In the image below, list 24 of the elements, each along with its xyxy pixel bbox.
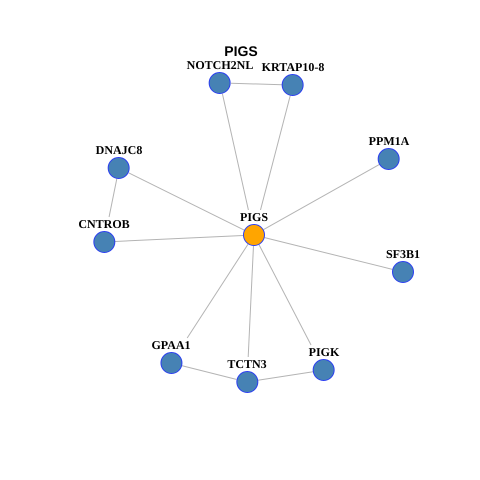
node-label: DNAJC8 (96, 144, 142, 157)
edge-line (222, 93, 249, 210)
node-label: NOTCH2NL (186, 59, 254, 72)
edge-line (128, 172, 245, 231)
edge-line (230, 82, 282, 86)
edge-line (258, 244, 312, 346)
node-label: KRTAP10-8 (262, 61, 324, 74)
node-label: GPAA1 (151, 339, 191, 352)
node-label: PPM1A (368, 135, 410, 148)
node-label: PIGK (308, 346, 340, 359)
chart-title: PIGS (224, 43, 258, 59)
edge-line (263, 164, 380, 230)
edge-line (248, 246, 254, 358)
edge-line (257, 371, 314, 381)
edge-line (114, 235, 244, 242)
edge-line (260, 95, 291, 210)
node-label: TCTN3 (227, 358, 267, 371)
edge-line (264, 237, 393, 270)
edge-line (108, 178, 118, 218)
node-label: SF3B1 (386, 248, 420, 261)
edge-line (181, 365, 237, 380)
edge-line (186, 244, 248, 338)
node-label: CNTROB (78, 218, 130, 231)
node-label: PIGS (240, 211, 268, 224)
